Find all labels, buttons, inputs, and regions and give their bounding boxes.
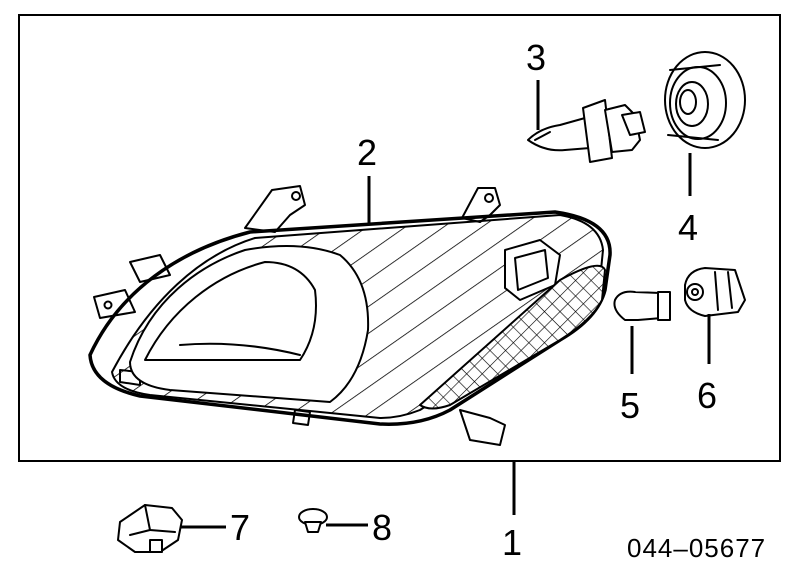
bulb-cap bbox=[664, 51, 746, 149]
side-marker-bulb bbox=[613, 290, 671, 321]
callout-7: 7 bbox=[230, 507, 250, 548]
assembly-frame bbox=[18, 14, 781, 462]
callout-5: 5 bbox=[620, 385, 640, 426]
callout-8: 8 bbox=[372, 507, 392, 548]
callout-2: 2 bbox=[357, 132, 377, 173]
callout-4: 4 bbox=[678, 207, 698, 248]
diagram-part-number: 044–05677 bbox=[627, 533, 766, 563]
push-pin-fastener bbox=[298, 508, 328, 533]
callout-1: 1 bbox=[502, 522, 522, 563]
callout-6: 6 bbox=[697, 375, 717, 416]
retaining-clip bbox=[117, 504, 183, 553]
bulb-socket bbox=[684, 267, 746, 317]
headlamp-assembly bbox=[88, 185, 612, 446]
headlight-bulb bbox=[527, 99, 646, 163]
callout-3: 3 bbox=[526, 37, 546, 78]
